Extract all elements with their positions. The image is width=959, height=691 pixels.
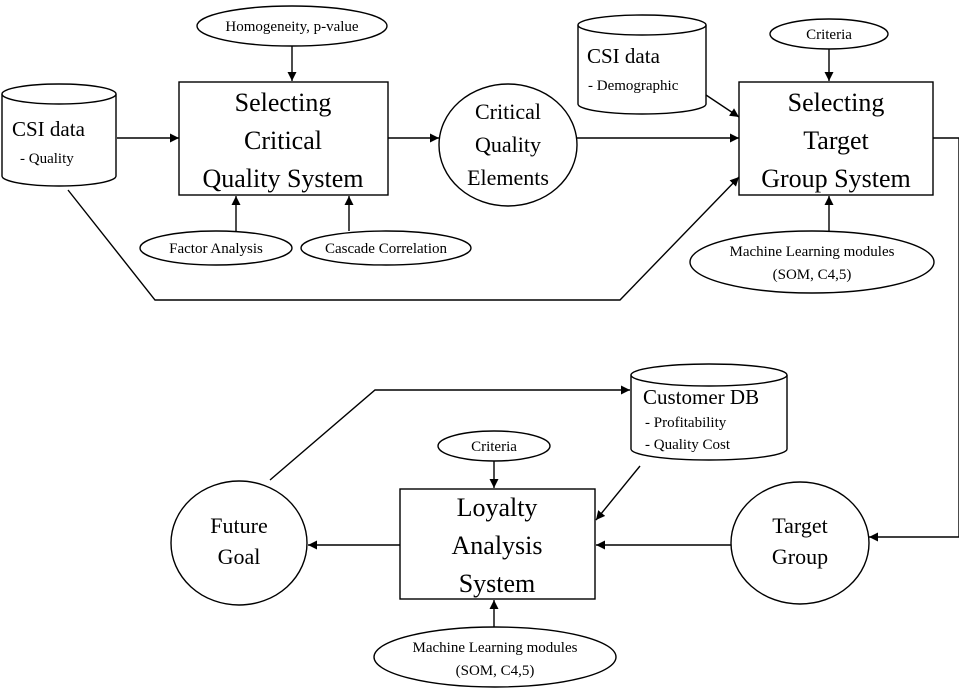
cascade-correlation-node: Cascade Correlation: [300, 230, 472, 266]
customer-db-cylinder: Customer DB - Profitability - Quality Co…: [630, 363, 788, 461]
critical-quality-elements-node: Critical Quality Elements: [438, 83, 578, 207]
selecting-target-group-system: Selecting Target Group System: [738, 81, 934, 196]
loyalty-line-1: Loyalty: [457, 493, 538, 522]
target-group-line-1: Target: [772, 513, 827, 538]
tgs-line-3: Group System: [761, 164, 911, 193]
criteria-top-node: Criteria: [769, 18, 889, 50]
criteria-top-label: Criteria: [806, 27, 852, 43]
csi-demographic-title: CSI data: [587, 44, 661, 68]
cqe-line-1: Critical: [475, 99, 541, 124]
loyalty-line-3: System: [459, 569, 536, 598]
arrow-csi-demographic-to-tgs: [705, 94, 740, 118]
connectors: [67, 46, 959, 627]
homogeneity-label: Homogeneity, p-value: [225, 19, 358, 35]
cqe-line-3: Elements: [467, 165, 549, 190]
arrow-tgs-to-target-group: [869, 137, 959, 542]
ml-top-line-2: (SOM, C4,5): [773, 267, 852, 283]
homogeneity-node: Homogeneity, p-value: [196, 5, 388, 47]
loyalty-line-2: Analysis: [452, 531, 543, 560]
target-group-line-2: Group: [772, 544, 828, 569]
csi-data-quality-cylinder: CSI data - Quality: [1, 83, 117, 187]
future-goal-line-1: Future: [210, 513, 267, 538]
cascade-correlation-label: Cascade Correlation: [325, 241, 448, 257]
future-goal-line-2: Goal: [218, 544, 261, 569]
ml-bottom-line-2: (SOM, C4,5): [456, 663, 535, 679]
cylinder-body: [630, 375, 788, 461]
ml-bottom-line-1: Machine Learning modules: [413, 640, 578, 656]
cqs-line-1: Selecting: [235, 88, 332, 117]
csi-demographic-item: - Demographic: [588, 78, 679, 94]
tgs-line-1: Selecting: [788, 88, 885, 117]
csi-quality-item: - Quality: [20, 151, 74, 167]
ml-top-line-1: Machine Learning modules: [730, 244, 895, 260]
customer-db-item-1: - Profitability: [645, 415, 727, 431]
cqs-line-3: Quality System: [202, 164, 363, 193]
customer-db-item-2: - Quality Cost: [645, 437, 731, 453]
criteria-bottom-label: Criteria: [471, 439, 517, 455]
cylinder-top: [1, 83, 117, 105]
factor-analysis-node: Factor Analysis: [139, 230, 293, 266]
cylinder-top: [630, 363, 788, 387]
loyalty-analysis-system: Loyalty Analysis System: [399, 488, 596, 600]
ml-modules-top-node: Machine Learning modules (SOM, C4,5): [689, 230, 935, 294]
tgs-line-2: Target: [803, 126, 869, 155]
cqe-line-2: Quality: [475, 132, 541, 157]
cylinder-top: [577, 14, 707, 36]
arrow-csi-quality-to-tgs: [67, 176, 740, 301]
csi-quality-title: CSI data: [12, 117, 86, 141]
arrow-future-goal-to-customer-db: [269, 385, 630, 481]
cylinder-body: [577, 25, 707, 115]
cylinder-body: [1, 94, 117, 187]
future-goal-node: Future Goal: [170, 480, 308, 606]
customer-db-title: Customer DB: [643, 385, 759, 409]
criteria-bottom-node: Criteria: [437, 430, 551, 462]
csi-data-demographic-cylinder: CSI data - Demographic: [577, 14, 707, 115]
cqs-line-2: Critical: [244, 126, 322, 155]
selecting-critical-quality-system: Selecting Critical Quality System: [178, 81, 389, 196]
target-group-node: Target Group: [730, 481, 870, 605]
factor-analysis-label: Factor Analysis: [169, 241, 263, 257]
ml-modules-bottom-node: Machine Learning modules (SOM, C4,5): [373, 626, 617, 688]
arrow-customer-db-to-loyalty: [595, 465, 641, 521]
